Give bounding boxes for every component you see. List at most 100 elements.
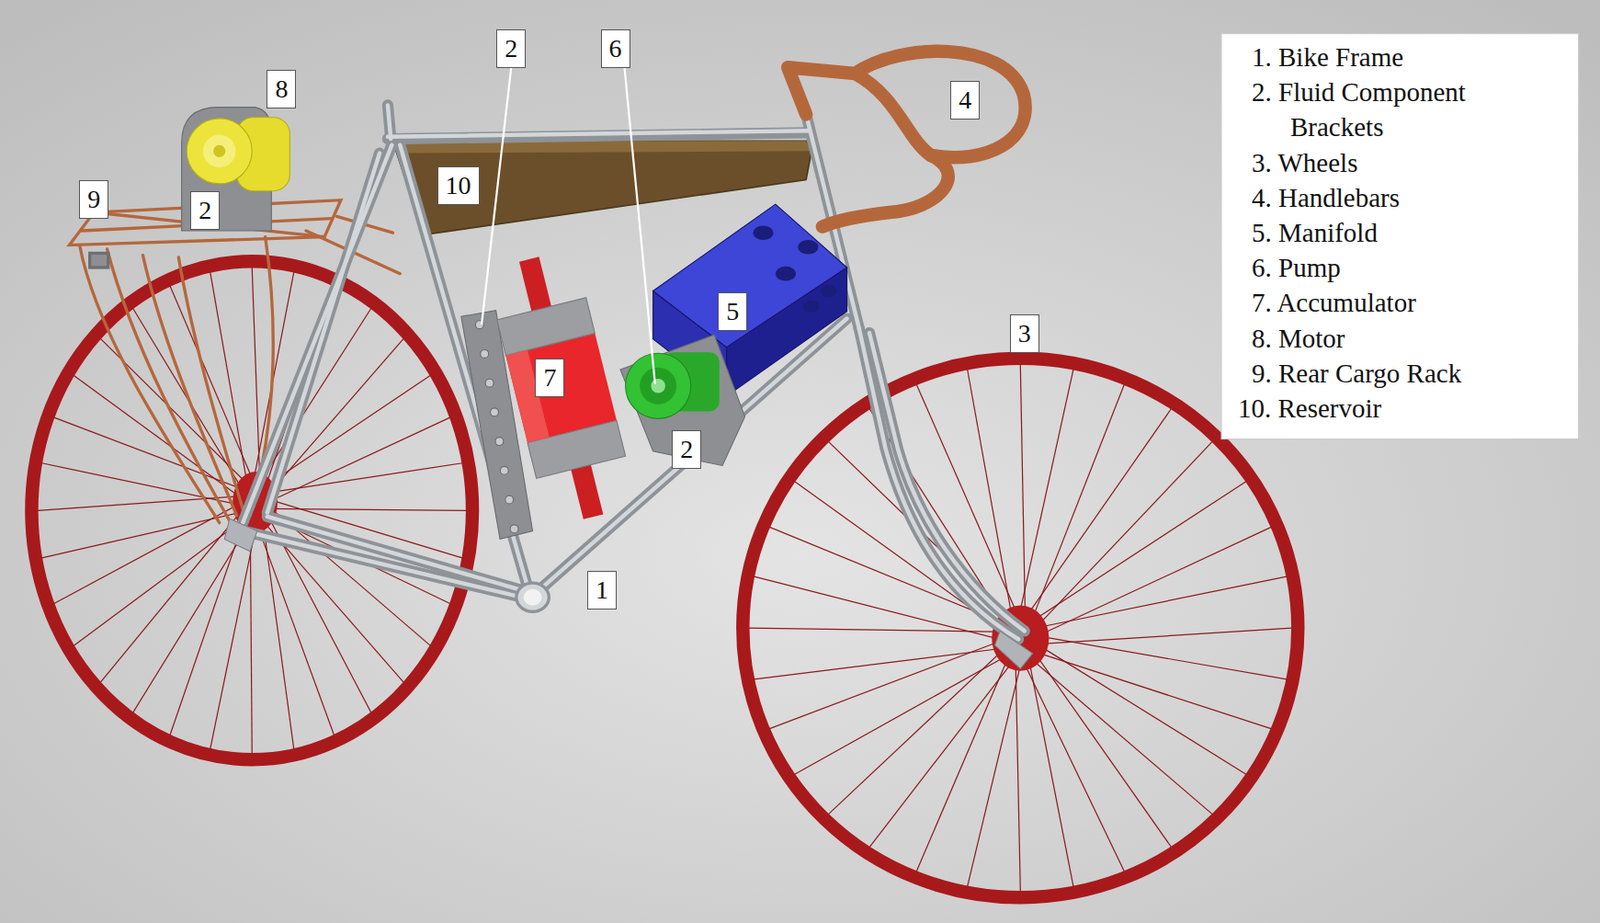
bracket-hole: [480, 349, 489, 358]
bracket-hole: [505, 495, 514, 504]
manifold: [797, 239, 818, 255]
handlebars: [787, 67, 855, 114]
bike-frame: [859, 329, 1019, 640]
pump: [650, 378, 666, 394]
leader-line: [481, 67, 656, 384]
bike-frame: [224, 518, 258, 552]
callout-number: 6: [601, 29, 631, 69]
spoke: [262, 517, 295, 749]
spoke: [1034, 635, 1287, 680]
bracket-hole: [490, 408, 500, 417]
bracket-hole: [485, 378, 494, 387]
legend-item: 3. Wheels: [1231, 145, 1563, 181]
bike-frame: [387, 130, 808, 137]
bike-frame: [869, 332, 1025, 631]
bike-frame: [267, 153, 380, 513]
bracket-hole: [510, 524, 519, 534]
spoke: [1015, 655, 1021, 892]
legend-item: 7. Accumulator: [1231, 284, 1563, 320]
motor: [186, 118, 252, 184]
leader-line: [624, 67, 656, 384]
handlebars: [787, 51, 1025, 227]
bike-frame: [224, 104, 1033, 669]
legend-item: 8. Motor: [1231, 320, 1563, 356]
spoke: [1021, 656, 1124, 872]
accumulator: [497, 297, 596, 356]
pump: [625, 352, 692, 419]
manifold: [820, 284, 838, 297]
spoke: [42, 511, 244, 558]
spoke: [1018, 369, 1074, 620]
legend-item: 4. Handlebars: [1231, 180, 1563, 216]
rear-cargo-rack: [90, 252, 109, 268]
spoke: [54, 502, 241, 603]
callout-number: 1: [587, 570, 617, 610]
wheel: [31, 260, 1298, 897]
spoke: [1030, 384, 1125, 625]
rear-cargo-rack: [142, 255, 237, 516]
spoke: [1032, 441, 1213, 630]
callout-number: 2: [496, 29, 526, 69]
bike-frame: [267, 516, 529, 592]
reservoir: [392, 140, 811, 235]
bike-frame: [242, 531, 531, 600]
spoke: [210, 272, 249, 487]
motor: [213, 145, 226, 158]
accumulator: [484, 248, 638, 528]
callout-number: 2: [671, 430, 702, 469]
spoke: [828, 646, 1008, 815]
bracket-hole: [495, 437, 504, 446]
spoke: [42, 463, 242, 506]
spoke: [210, 520, 258, 749]
rear-cargo-rack: [178, 257, 245, 516]
spoke: [268, 508, 466, 511]
spoke: [1023, 408, 1171, 621]
spoke: [967, 656, 1023, 886]
spoke: [1028, 481, 1246, 624]
leader-line: [481, 67, 511, 325]
legend-item: 9. Rear Cargo Rack: [1231, 355, 1563, 391]
spoke: [916, 651, 1011, 872]
handlebars: [854, 73, 931, 156]
spoke: [1033, 642, 1246, 774]
spoke: [1032, 648, 1172, 847]
spoke: [1020, 363, 1025, 621]
accumulator: [461, 248, 638, 540]
callout-number: 10: [437, 166, 480, 205]
bike-frame: [267, 516, 529, 592]
bike-frame: [995, 630, 1033, 669]
spoke: [754, 647, 1009, 680]
legend-item: 2. Fluid Component Brackets: [1231, 74, 1563, 145]
spoke: [869, 656, 1017, 848]
spoke: [1027, 653, 1074, 886]
manifold: [752, 225, 773, 240]
spoke: [133, 520, 252, 713]
callout-number: 4: [950, 80, 980, 120]
legend-box: [1221, 34, 1579, 440]
bike-frame: [242, 531, 531, 600]
rear-cargo-rack: [107, 249, 230, 521]
accumulator: [497, 297, 626, 479]
spoke: [1032, 576, 1287, 629]
bike-frame: [267, 153, 380, 513]
callout-number: 7: [534, 358, 565, 398]
legend-list: 1. Bike Frame2. Fluid Component Brackets…: [1231, 39, 1563, 426]
callout-number: 9: [79, 180, 109, 219]
reservoir: [392, 140, 811, 235]
legend-item: 10. Reservoir: [1231, 390, 1563, 426]
legend-item: 6. Pump: [1231, 249, 1563, 285]
spoke: [794, 652, 1012, 774]
motor: [181, 107, 291, 231]
bike-frame: [242, 104, 1024, 639]
callout-number: 2: [190, 191, 220, 230]
bike-frame: [523, 589, 543, 606]
bracket-hole: [499, 465, 509, 475]
callout-number: 5: [717, 292, 748, 331]
bike-frame: [387, 104, 391, 139]
callout-number: 8: [266, 69, 296, 109]
bike-frame: [516, 582, 550, 612]
spokes: [37, 267, 1293, 892]
